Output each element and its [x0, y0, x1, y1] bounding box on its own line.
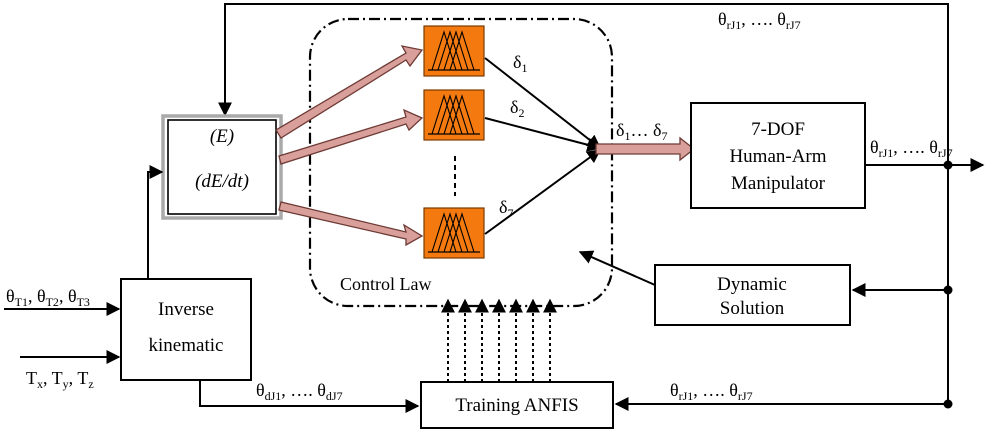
delta1-wire — [484, 57, 602, 149]
desired-to-error-wire — [147, 165, 164, 279]
training-input-label: θrJ1, …. θrJ7 — [670, 380, 753, 403]
control-law-boundary — [308, 17, 614, 308]
delta7-wire — [484, 149, 602, 235]
inverse-line2: kinematic — [149, 335, 224, 356]
delta2-wire — [484, 117, 602, 152]
desired-to-training-wire — [199, 380, 420, 413]
manipulator-block — [690, 102, 866, 209]
delta7-label: δ7 — [499, 197, 513, 220]
fat-arrow-to-manipulator — [595, 136, 696, 162]
control-law-label: Control Law — [340, 274, 432, 294]
feedback-top-label: θrJ1, …. θrJ7 — [718, 9, 801, 32]
feedback-top-wire — [218, 3, 949, 165]
delta1-label: δ1 — [513, 52, 527, 75]
training-anfis-block — [420, 381, 614, 429]
dynamic-to-control-wire — [578, 250, 656, 286]
manipulator-line2: Human-Arm — [729, 146, 826, 167]
inverse-line1: Inverse — [158, 299, 214, 320]
target-position-label: Tx, Ty, Tz — [26, 368, 94, 391]
inverse-kinematic-block — [120, 278, 252, 381]
dynamic-line2: Solution — [720, 298, 785, 319]
training-update-arrows — [441, 298, 557, 382]
fat-arrow-to-fuzzy7 — [278, 201, 424, 247]
fat-arrow-to-fuzzy2 — [278, 108, 424, 165]
dynamic-line1: Dynamic — [717, 274, 787, 295]
membership-icon-7 — [423, 207, 485, 259]
membership-icon-1 — [423, 25, 485, 77]
delta2-label: δ2 — [510, 97, 524, 120]
membership-icon-2 — [423, 89, 485, 141]
error-signal-label: (E) — [210, 126, 234, 147]
delta-combined-label: δ1… δ7 — [616, 120, 667, 143]
fat-arrows — [275, 45, 424, 247]
target-angles-label: θT1, θT2, θT3 — [6, 286, 90, 309]
fat-arrow-to-fuzzy1 — [275, 45, 424, 139]
manipulator-output-label: θrJ1, …. θrJ7 — [870, 137, 953, 160]
error-derivative-label: (dE/dt) — [195, 171, 249, 192]
error-block — [167, 119, 277, 215]
training-anfis-label: Training ANFIS — [455, 395, 578, 416]
manipulator-line1: 7-DOF — [751, 119, 805, 140]
desired-angles-label: θdJ1, …. θdJ7 — [256, 380, 343, 403]
dynamic-solution-block — [654, 264, 851, 326]
manipulator-line3: Manipulator — [731, 173, 826, 194]
